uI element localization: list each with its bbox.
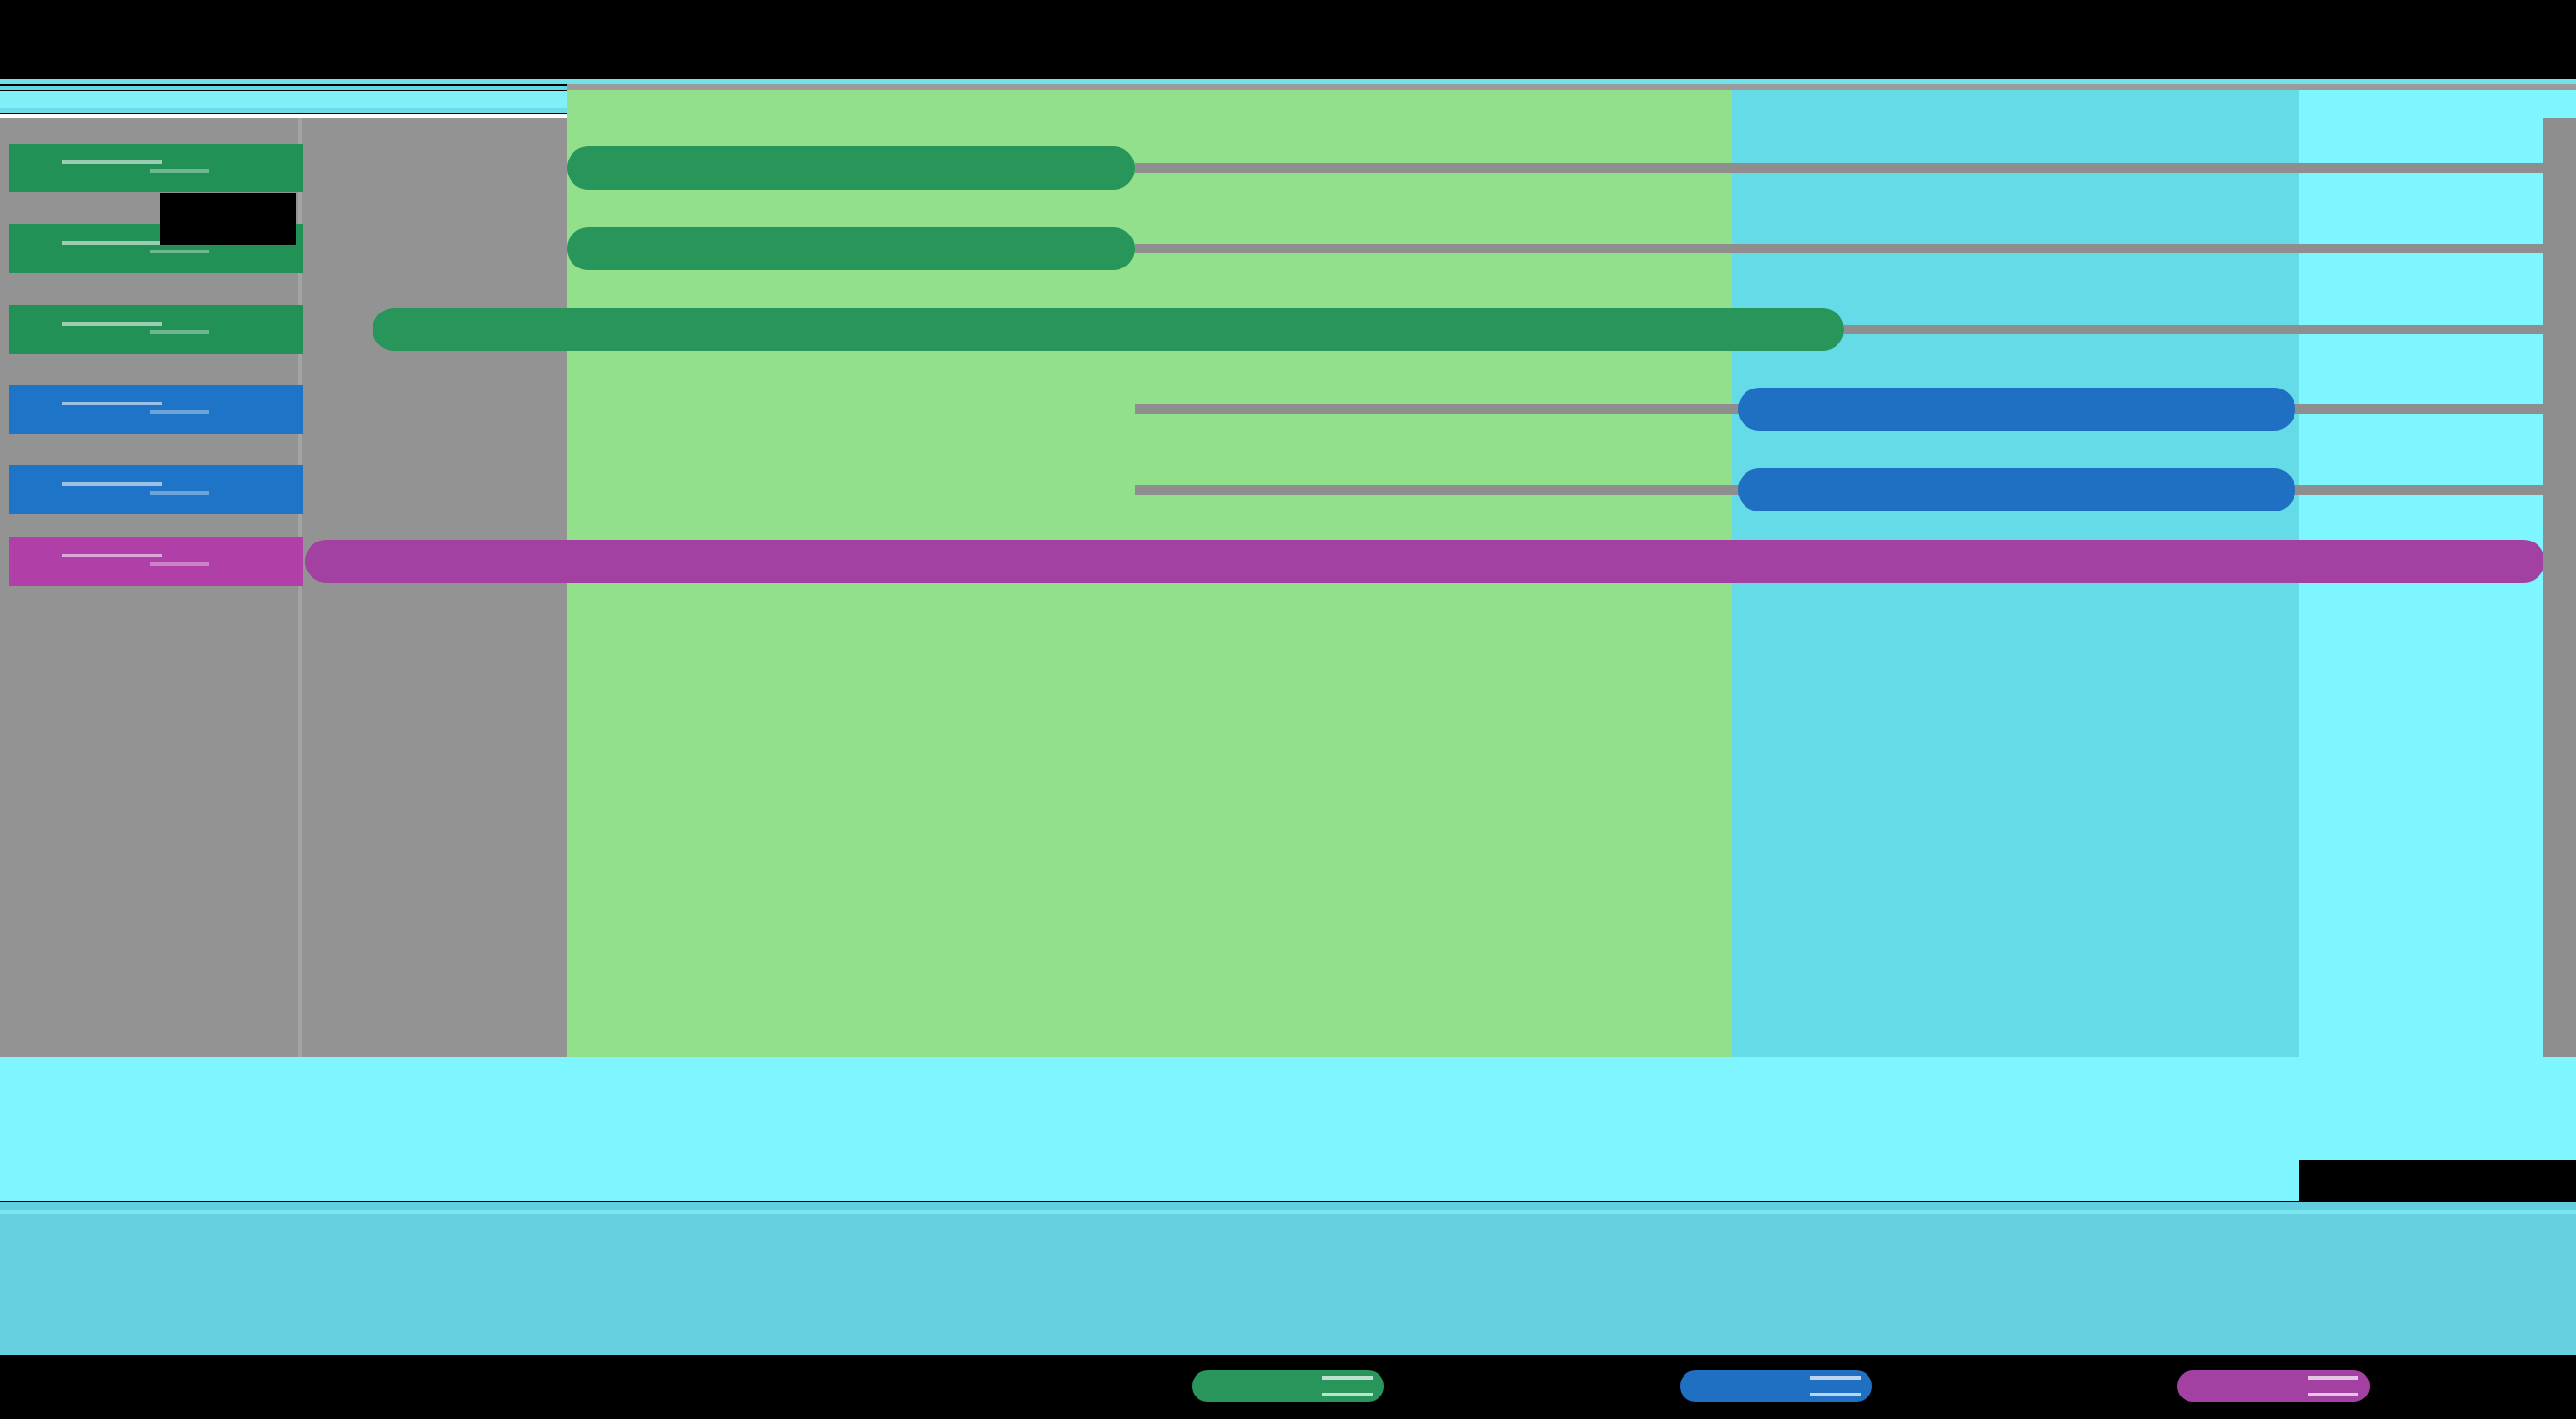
- session-band-2: Session 2: [1732, 90, 2299, 1160]
- cyan-midband: [0, 1057, 2299, 1201]
- footer-band: [0, 1214, 2576, 1355]
- gantt-bar[interactable]: [305, 540, 2545, 583]
- gantt-bar[interactable]: [567, 227, 1135, 270]
- footer-rule-1: [0, 1202, 2576, 1210]
- gantt-bar[interactable]: [1738, 468, 2295, 511]
- legend-green[interactable]: [redacted legend 1]: [1192, 1370, 1384, 1402]
- row-connector-line: [1135, 163, 2576, 173]
- footer-rule-2: [0, 1210, 2576, 1214]
- gantt-bar[interactable]: [1738, 388, 2295, 431]
- gantt-bar[interactable]: [373, 308, 1844, 351]
- row-label-4[interactable]: [redacted task 4]: [9, 385, 303, 434]
- row-connector-line: [567, 84, 2576, 90]
- right-edge-gray-strip: [2543, 118, 2576, 1057]
- row-label-1[interactable]: [redacted task 1]: [9, 144, 303, 192]
- row-label-3[interactable]: [redacted task 3]: [9, 305, 303, 354]
- chart-title-redacted: [redacted title]: [160, 193, 296, 245]
- legend-blue[interactable]: [redacted legend 2]: [1680, 1370, 1872, 1402]
- session-band-3: [2299, 90, 2576, 1160]
- row-label-6[interactable]: [redacted task 6]: [9, 537, 303, 586]
- row-connector-line: [1135, 244, 2576, 253]
- label-gutter-separator: [298, 118, 302, 1141]
- row-connector-line: [1844, 325, 2576, 334]
- row-label-5[interactable]: [redacted task 5]: [9, 465, 303, 514]
- top-rule-1: [0, 79, 2576, 84]
- legend-magenta[interactable]: [redacted legend 3]: [2177, 1370, 2370, 1402]
- gantt-chart: Session 1 Session 2 [redacted task 1][re…: [0, 84, 2576, 1201]
- gantt-bar[interactable]: [567, 146, 1135, 190]
